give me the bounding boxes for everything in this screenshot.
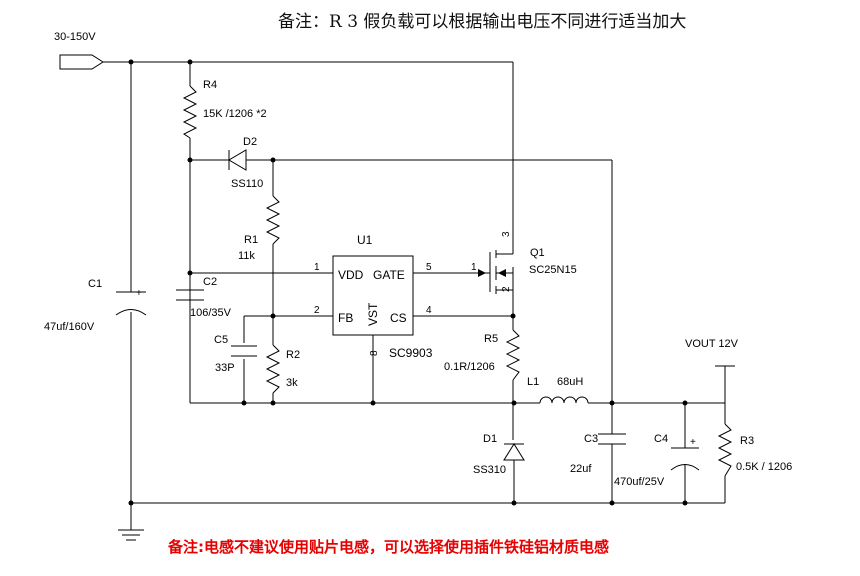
r4-ref: R4	[203, 79, 217, 91]
r1-ref: R1	[244, 234, 258, 246]
u1-ref: U1	[357, 233, 373, 247]
u1-part: SC9903	[389, 346, 433, 360]
r2-resistor: R2 3k	[265, 344, 300, 394]
u1-pin-cs: CS	[390, 311, 407, 325]
r2-ref: R2	[286, 349, 300, 361]
r3-ref: R3	[740, 435, 754, 447]
u1-pin8-num: 8	[369, 350, 380, 356]
u1-pin2-num: 2	[314, 305, 320, 316]
input-label: 30-150V	[54, 31, 96, 43]
r3-resistor: R3 0.5K / 1206	[717, 423, 792, 477]
u1-pin-fb: FB	[338, 311, 353, 325]
c1-value: 47uf/160V	[44, 321, 95, 333]
vout-label: VOUT 12V	[685, 338, 739, 350]
r5-ref: R5	[484, 333, 498, 345]
vout-terminal: VOUT 12V	[685, 338, 739, 367]
d1-diode: D1 SS310	[473, 433, 525, 476]
r1-value: 11k	[238, 250, 255, 262]
r5-resistor: R5 0.1R/1206	[444, 329, 521, 381]
r5-value: 0.1R/1206	[444, 361, 495, 373]
c3-capacitor: C3 22uf	[570, 433, 626, 475]
c4-ref: C4	[654, 433, 668, 445]
c1-capacitor: + C1 47uf/160V	[44, 278, 147, 333]
q1-pin-source-num: 2	[501, 286, 512, 292]
q1-mosfet: 1 3 2 Q1 SC25N15	[471, 231, 577, 294]
input-connector: 30-150V	[54, 31, 104, 70]
l1-inductor: L1 68uH	[527, 376, 589, 404]
wires	[103, 61, 726, 530]
d2-diode: D2 SS110	[224, 136, 263, 190]
r1-resistor: R1 11k	[238, 195, 281, 262]
u1-ic: U1 VDD GATE FB CS VST 1 2 5 4 8 SC9903	[314, 233, 433, 360]
d2-value: SS110	[231, 178, 263, 190]
r3-value: 0.5K / 1206	[736, 461, 792, 473]
c2-value: 106/35V	[190, 307, 232, 319]
u1-pin-vst: VST	[366, 302, 380, 326]
u1-pin-vdd: VDD	[338, 268, 364, 282]
r4-value: 15K /1206 *2	[203, 108, 267, 120]
q1-value: SC25N15	[529, 264, 577, 276]
ground-icon	[118, 503, 144, 541]
c5-capacitor: C5 33P	[214, 334, 257, 374]
l1-value: 68uH	[557, 376, 583, 388]
note-top: 备注：R 3 假负载可以根据输出电压不同进行适当加大	[278, 12, 686, 32]
c4-value: 470uf/25V	[614, 476, 665, 488]
d1-value: SS310	[473, 464, 506, 476]
c5-ref: C5	[214, 334, 228, 346]
r4-resistor: R4 15K /1206 *2	[182, 79, 267, 139]
q1-ref: Q1	[530, 247, 545, 259]
c2-capacitor: C2 106/35V	[176, 276, 232, 319]
u1-pin5-num: 5	[426, 262, 432, 273]
svg-text:+: +	[136, 288, 142, 299]
r2-value: 3k	[286, 377, 298, 389]
c3-value: 22uf	[570, 463, 592, 475]
c5-value: 33P	[215, 362, 235, 374]
c2-ref: C2	[203, 276, 217, 288]
svg-text:+: +	[690, 437, 696, 448]
c1-ref: C1	[88, 278, 102, 290]
note-bottom: 备注:电感不建议使用贴片电感，可以选择使用插件铁硅铝材质电感	[167, 538, 609, 556]
l1-ref: L1	[527, 376, 539, 388]
c4-capacitor: + C4 470uf/25V	[614, 433, 700, 488]
u1-pin4-num: 4	[426, 305, 432, 316]
d1-ref: D1	[483, 433, 497, 445]
d2-ref: D2	[243, 136, 257, 148]
c3-ref: C3	[584, 433, 598, 445]
u1-pin-gate: GATE	[373, 268, 405, 282]
u1-pin1-num: 1	[314, 262, 320, 273]
q1-pin-drain-num: 3	[501, 231, 512, 237]
q1-pin-gate-num: 1	[471, 262, 477, 273]
